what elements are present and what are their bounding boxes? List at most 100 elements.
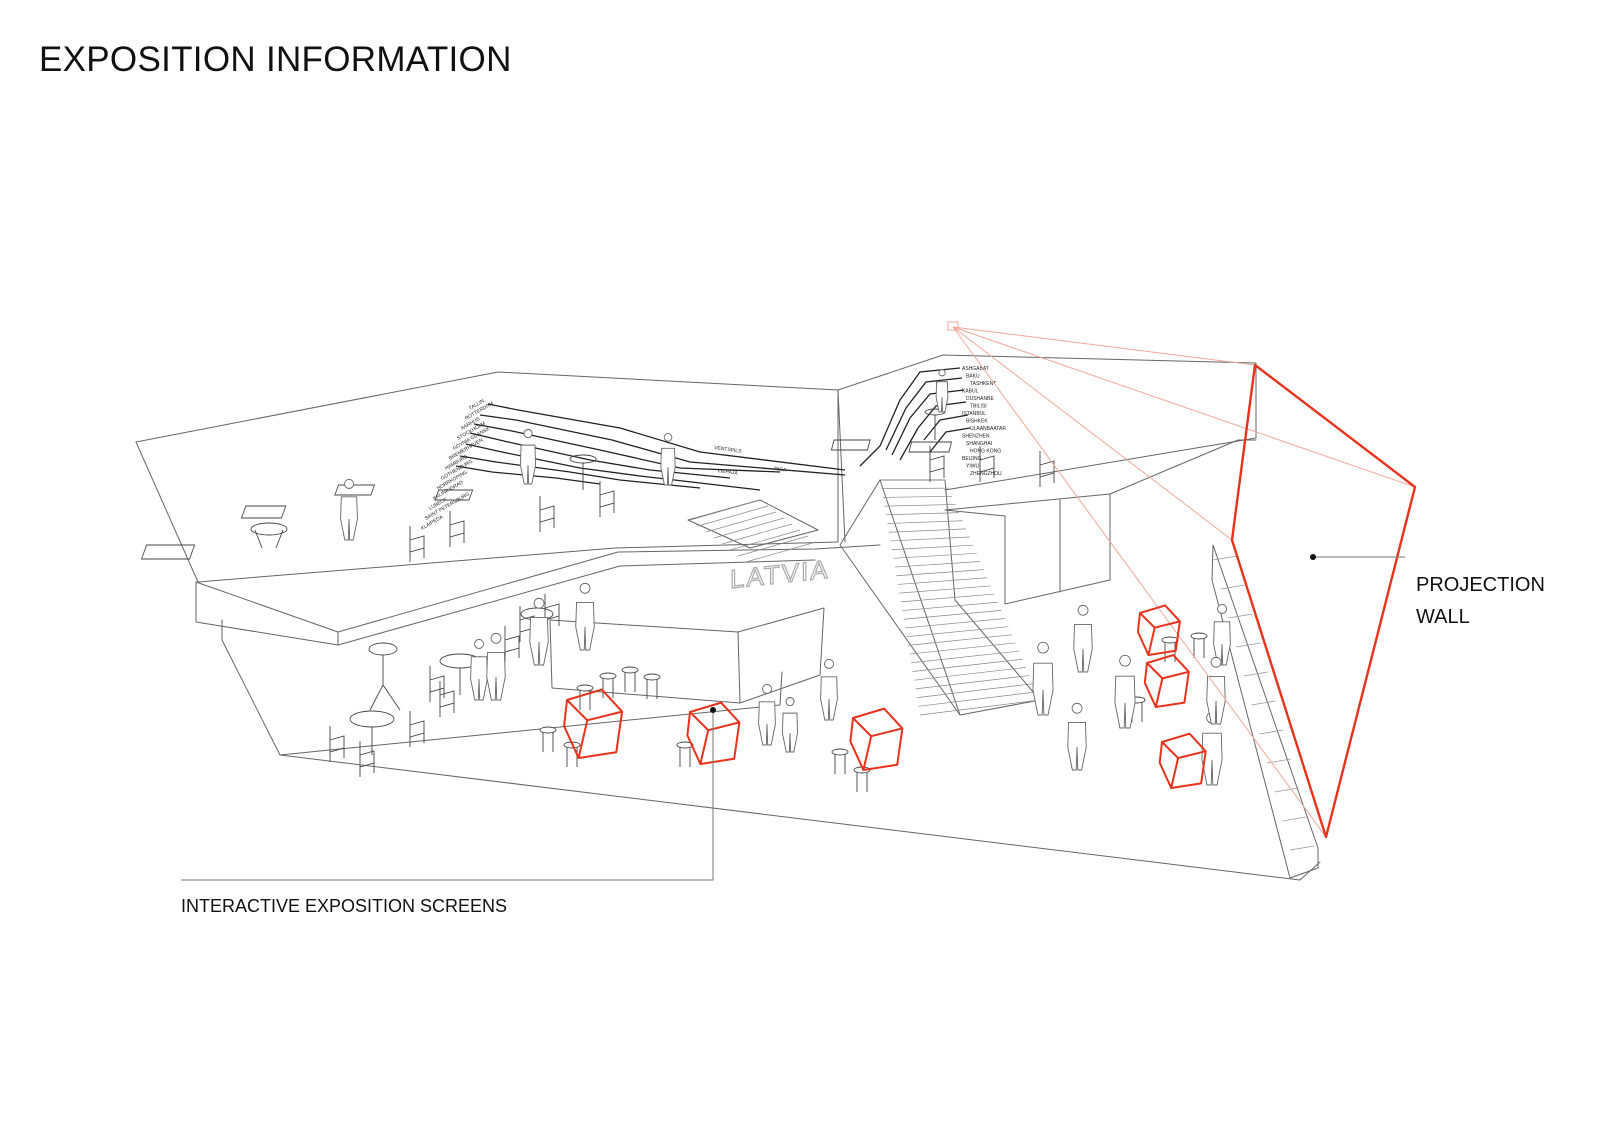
stool [621,666,639,674]
city-label: BAKU [966,374,980,380]
city-label: HONG KONG [970,449,1001,455]
stool [599,672,617,680]
city-labels-east: ASHGABATBAKUTASHKENTKABULDUSHANBETBILISI… [962,366,1006,477]
interactive-screen-cube [563,688,624,759]
stool [643,673,661,681]
person-silhouette [660,433,676,486]
main-stair [839,479,1041,716]
stool [676,741,694,749]
projection-wall-marker [1310,554,1316,560]
stair-tread [745,541,817,563]
stair-tread [896,569,984,577]
interactive-screen-cube [1136,604,1181,656]
ground-floor [221,639,1321,881]
person-silhouette [758,683,776,746]
block-edge [1274,787,1299,793]
person-silhouette [781,697,799,753]
projection-beams [947,321,1416,838]
people [340,369,1231,786]
person-silhouette [1213,603,1231,666]
projection-wall-label-line2: WALL [1416,606,1470,628]
route-lines-west [455,403,846,491]
block-edge [1220,584,1245,590]
city-liepaja: LIEPAJA [718,468,739,477]
person-silhouette [1114,654,1136,729]
city-label: ASHGABAT [962,366,989,372]
stair-tread [916,683,1034,698]
stair-tread [887,520,963,524]
balcony-left [195,544,881,633]
stair-tread [885,512,960,516]
screen-marker [710,707,716,713]
stair-tread [721,523,793,545]
city-label: ISTANBUL [962,411,986,417]
chair [449,511,465,547]
stair-tread [713,517,785,539]
block-edge [1259,729,1284,735]
person-silhouette [1206,657,1226,725]
interactive-screen-cube [1158,732,1207,789]
block-edge [1243,671,1268,677]
stair-tread [908,634,1012,646]
stair-tread [729,529,801,551]
stair-tread [918,691,1037,707]
person-silhouette [1032,641,1054,716]
stair-tread [894,561,981,568]
chair [409,526,425,562]
person-silhouette [1067,703,1087,771]
stair-tread [915,675,1030,690]
upper-back-wall-left [135,371,839,583]
stair-tread [905,618,1005,629]
chair [979,446,995,482]
stair-tread [900,593,995,603]
interactive-screen-cube [686,701,741,765]
city-label: TBILISI [970,404,987,410]
block-edge [1251,700,1276,706]
projection-wall [1230,363,1417,839]
stair-tread [689,499,761,521]
city-label: TASHKENT [970,381,996,387]
chair [539,496,555,532]
chair [359,741,375,777]
stair-tread [906,626,1009,638]
stair-tread [888,528,967,533]
chair [599,481,615,517]
block-edge [1212,555,1238,561]
side-blocks [1211,544,1319,879]
stair-tread [903,610,1002,620]
person-silhouette [820,658,838,721]
block-edge [1228,613,1253,619]
city-label: DUSHANBE [966,396,994,402]
interactive-screens [563,604,1207,789]
upper-back-wall-right [837,354,1257,491]
chair [929,446,945,482]
city-label: BEIJING [962,456,982,462]
stair-tread [891,544,974,550]
stool [831,748,849,756]
chair [429,666,445,702]
city-label: ZHENGZHOU [970,471,1002,477]
city-label: YIWU [966,464,979,470]
stair-tread [919,699,1041,716]
stair-tread [882,495,953,498]
city-label: ULAANBAATAR [970,426,1006,432]
block-edge [1289,845,1315,851]
stool [576,684,594,692]
route-lines-east [859,367,971,467]
chair [439,681,455,717]
stair-tread [912,658,1023,672]
stair-tread [897,577,988,585]
chair [504,626,520,662]
city-label: BISHKEK [966,419,988,425]
stair-tread [697,505,769,527]
balcony-right [944,439,1257,511]
stair-tread [911,650,1019,664]
person-silhouette [340,478,358,541]
stair-tread [737,535,809,557]
page-title: EXPOSITION INFORMATION [39,40,512,79]
chair [544,594,560,630]
stair-treads [689,479,1041,716]
interactive-screen-cube [849,707,904,771]
city-label: SHENZHEN [962,434,990,440]
